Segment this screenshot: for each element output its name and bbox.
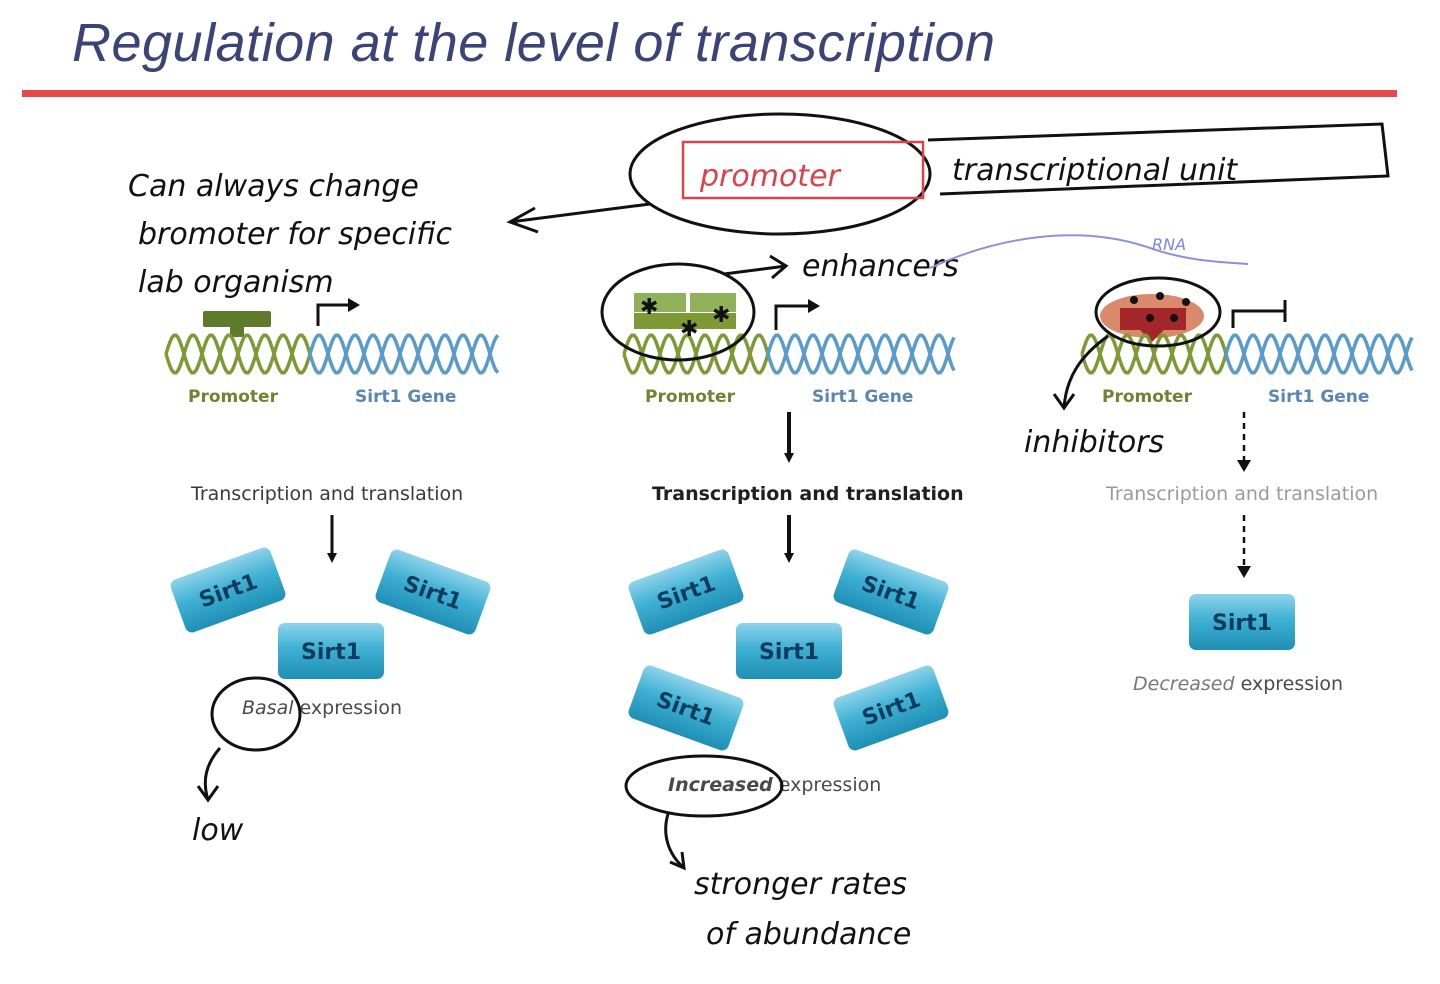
sirt1-protein: Sirt1: [170, 547, 286, 633]
panel-decreased: Promoter Sirt1 Gene Transcription and tr…: [1080, 294, 1414, 695]
dna-strand: [308, 333, 500, 375]
dot-mark: [1170, 314, 1178, 322]
panel-basal: Promoter Sirt1 Gene Transcription and tr…: [164, 298, 500, 719]
promoter-circle: [628, 112, 932, 236]
note-line-1: Can always change: [128, 169, 419, 204]
stronger-line-2: of abundance: [706, 917, 911, 952]
rna-squiggle: [929, 234, 1249, 269]
gene-label: Sirt1 Gene: [812, 387, 913, 407]
sirt1-protein: Sirt1: [736, 623, 842, 679]
expression-label: Increased expression: [668, 774, 881, 796]
svg-text:Sirt1: Sirt1: [301, 640, 361, 665]
promoter-label: Promoter: [1102, 387, 1193, 407]
panel-increased: Promoter Sirt1 Gene Transcription and tr…: [622, 293, 964, 796]
sirt1-protein: Sirt1: [833, 665, 949, 751]
dot-mark: [1156, 292, 1164, 300]
sirt1-protein: Sirt1: [278, 623, 384, 679]
dna-helix: [622, 333, 956, 375]
stronger-line-1: stronger rates: [694, 867, 907, 902]
gene-label: Sirt1 Gene: [355, 387, 456, 407]
transcriptional-unit-box: [927, 122, 1390, 196]
low-label: low: [192, 813, 244, 848]
repression-bar: [1231, 300, 1287, 328]
activator-block: [203, 311, 271, 327]
star-mark: ✱: [712, 303, 730, 328]
promoter-handwritten: promoter: [699, 159, 842, 194]
promoter-label: Promoter: [645, 387, 736, 407]
promoter-label: Promoter: [188, 387, 279, 407]
tss-arrow: [774, 304, 814, 330]
dna-strand: [766, 333, 956, 375]
note-line-3: lab organism: [138, 265, 334, 300]
dna-strand: [308, 333, 500, 375]
increased-circle: [624, 754, 784, 818]
sirt1-protein: Sirt1: [1189, 594, 1295, 650]
basal-arrow: [196, 747, 222, 803]
inhibitor-circle: [1094, 276, 1222, 348]
promoter-box: [681, 140, 925, 200]
process-label: Transcription and translation: [1105, 483, 1378, 505]
inhibitor-arrow: [1052, 334, 1109, 411]
process-arrow-head: [1237, 460, 1251, 472]
dna-helix: [1080, 333, 1414, 375]
process-label: Transcription and translation: [190, 483, 463, 505]
svg-text:Sirt1: Sirt1: [759, 640, 819, 665]
activator-stem: [230, 325, 244, 337]
sirt1-protein: Sirt1: [628, 549, 744, 635]
process-label: Transcription and translation: [652, 483, 964, 505]
sirt1-protein: Sirt1: [375, 549, 491, 635]
rna-label: RNA: [1152, 235, 1186, 254]
expression-label: Decreased expression: [1133, 673, 1343, 695]
expression-label: Basal expression: [242, 697, 402, 719]
dot-mark: [1130, 296, 1138, 304]
sirt1-protein: Sirt1: [628, 665, 744, 751]
note-line-2: bromoter for specific: [138, 217, 453, 252]
inhibitor-inner: [1120, 308, 1186, 342]
dna-helix: [164, 333, 500, 375]
slide-title: Regulation at the level of transcription: [72, 13, 996, 73]
star-mark: ✱: [680, 317, 698, 342]
increased-arrow: [664, 813, 686, 871]
tss-arrow: [316, 303, 354, 326]
enhancer-circle: [600, 262, 756, 362]
dna-strand: [164, 333, 312, 375]
enhancer-block: [690, 293, 736, 312]
pointer-arrow: [506, 202, 651, 234]
tss-arrow-head: [808, 299, 820, 313]
enhancer-block: [634, 313, 736, 329]
dna-strand: [1224, 333, 1414, 375]
dna-strand: [766, 333, 956, 375]
tss-arrow-head: [348, 298, 360, 312]
inhibitors-label: inhibitors: [1024, 425, 1164, 460]
basal-circle: [210, 676, 302, 752]
title-underline: [22, 90, 1397, 97]
dot-mark: [1146, 314, 1154, 322]
svg-text:Sirt1: Sirt1: [1212, 611, 1272, 636]
dna-strand: [1224, 333, 1414, 375]
handwritten-annotations: promoter transcriptional unit Can always…: [128, 112, 1390, 952]
star-mark: ✱: [640, 295, 658, 320]
sirt1-protein: Sirt1: [833, 549, 949, 635]
enhancer-arrow: [723, 254, 789, 280]
gene-label: Sirt1 Gene: [1268, 387, 1369, 407]
process-arrow-head: [1237, 566, 1251, 578]
dot-mark: [1182, 298, 1190, 306]
enhancer-block: [634, 293, 686, 312]
transcriptional-unit-label: transcriptional unit: [952, 153, 1238, 188]
